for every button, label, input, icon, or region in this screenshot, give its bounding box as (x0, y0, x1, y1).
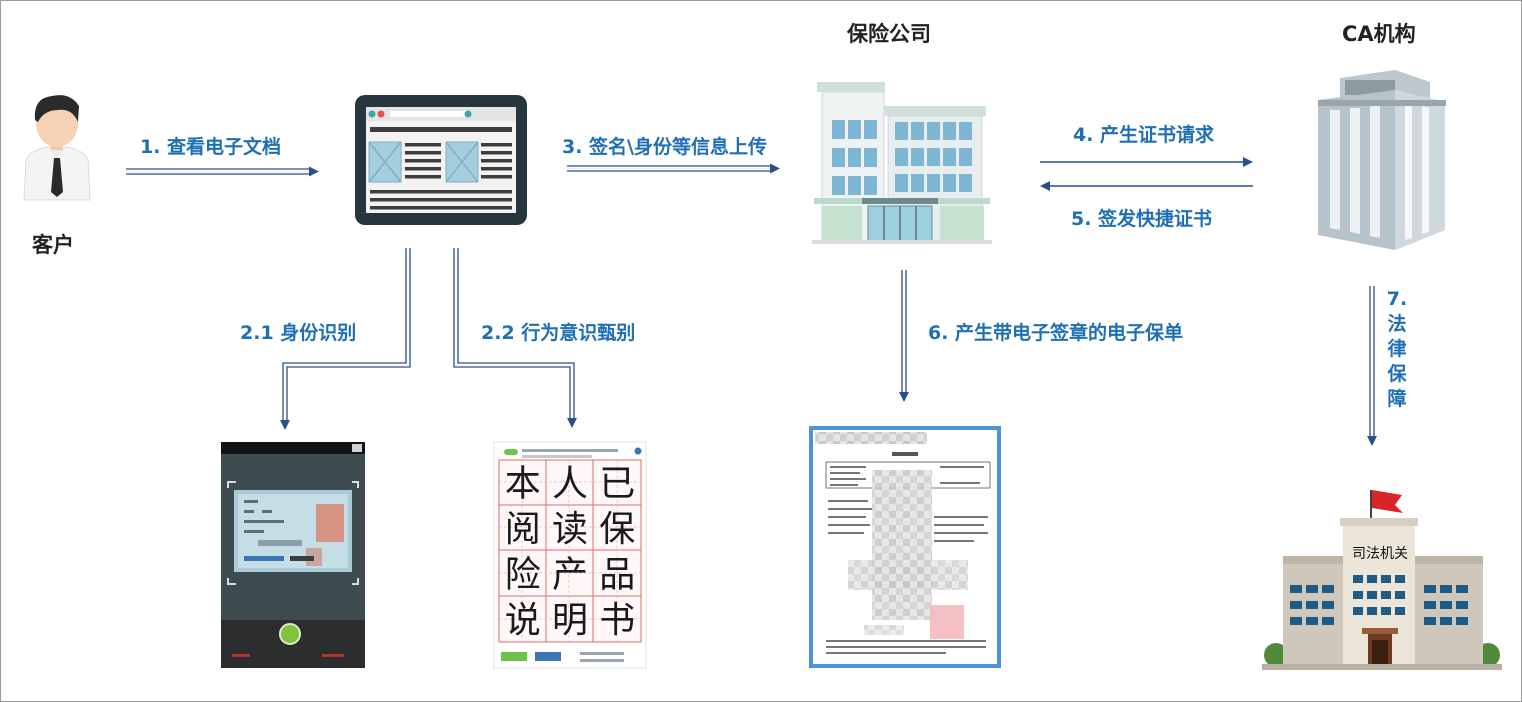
step-4-label: 4. 产生证书请求 (1073, 124, 1215, 146)
judicial-label: 司法机关 (1352, 546, 1408, 562)
arrow-step-7 (1367, 286, 1377, 446)
handwritten-char: 说 (505, 600, 541, 641)
handwritten-char: 产 (552, 555, 588, 596)
customer-icon (23, 95, 91, 201)
arrow-step-1 (126, 166, 319, 177)
step-7-label: 7.法律保障 (1386, 288, 1408, 410)
handwritten-char: 书 (599, 600, 635, 641)
arrow-step-6 (899, 270, 909, 402)
id-scan-screenshot (221, 442, 365, 668)
ca-label: CA机构 (1342, 22, 1416, 46)
step-2-1-label: 2.1 身份识别 (240, 322, 357, 344)
e-policy-document (809, 426, 1001, 668)
insurer-label: 保险公司 (847, 22, 931, 46)
handwritten-char: 明 (552, 600, 588, 641)
step-5-label: 5. 签发快捷证书 (1071, 208, 1213, 230)
step-1-label: 1. 查看电子文档 (140, 136, 282, 158)
step-2-2-label: 2.2 行为意识甄别 (481, 322, 636, 344)
handwriting-screenshot: 本人已阅读保险产品说明书 (493, 441, 647, 669)
handwritten-char: 读 (552, 509, 588, 550)
tablet-document-icon (355, 95, 527, 225)
insurance-building-icon (812, 82, 992, 244)
step-6-label: 6. 产生带电子签章的电子保单 (928, 322, 1184, 344)
handwritten-char: 保 (599, 509, 635, 550)
handwritten-char: 已 (599, 464, 635, 505)
handwritten-char: 险 (505, 555, 541, 596)
handwritten-char: 本 (505, 464, 541, 505)
handwritten-char: 人 (552, 464, 588, 505)
customer-label: 客户 (32, 233, 74, 257)
judicial-building-icon (1262, 490, 1502, 670)
step-3-label: 3. 签名\身份等信息上传 (562, 136, 767, 158)
ca-building-icon (1318, 70, 1446, 250)
arrow-step-2-1 (280, 248, 411, 430)
arrow-step-2-2 (453, 248, 577, 428)
handwritten-char: 阅 (505, 509, 541, 550)
handwritten-char: 品 (599, 555, 635, 596)
arrow-step-3 (567, 163, 780, 174)
